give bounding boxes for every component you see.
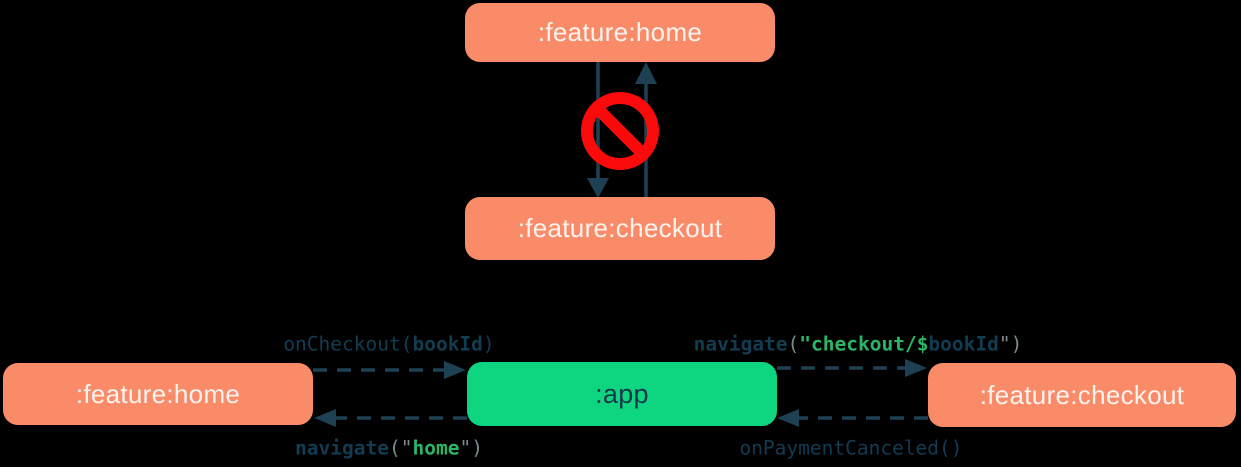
no-entry-icon xyxy=(581,92,659,170)
code-arg: bookId xyxy=(412,332,483,356)
edge-label-navigate-home: navigate("home") xyxy=(295,437,483,460)
module-label: :feature:home xyxy=(75,378,241,409)
code-arg: bookId xyxy=(928,332,999,356)
module-label: :feature:checkout xyxy=(517,213,723,243)
code-punct: ( xyxy=(400,332,413,356)
code-punct: ( xyxy=(388,436,401,460)
code-quote: " xyxy=(459,436,472,460)
edge-navigate-checkout-arrow xyxy=(777,359,927,377)
code-fn: onPaymentCanceled xyxy=(739,436,940,460)
code-fn: navigate xyxy=(693,332,788,356)
edge-label-on-payment-canceled: onPaymentCanceled() xyxy=(739,437,962,460)
edge-on-checkout-arrow xyxy=(313,361,466,379)
module-node-feature-checkout-bottom: :feature:checkout xyxy=(928,363,1236,427)
edge-label-on-checkout: onCheckout(bookId) xyxy=(283,333,494,356)
edge-on-payment-canceled-arrow xyxy=(777,409,928,427)
code-fn: navigate xyxy=(295,436,389,460)
module-node-app: :app xyxy=(467,362,777,426)
code-punct: ) xyxy=(950,436,963,460)
module-node-feature-checkout-top: :feature:checkout xyxy=(465,197,775,260)
code-punct: ( xyxy=(787,332,800,356)
code-fn: onCheckout xyxy=(283,332,401,356)
edge-navigate-home-arrow xyxy=(314,409,467,427)
module-label: :feature:home xyxy=(537,17,703,47)
code-punct: ) xyxy=(1010,332,1023,356)
code-quote: " xyxy=(998,332,1011,356)
module-label: :feature:checkout xyxy=(979,379,1185,410)
edge-label-navigate-checkout: navigate("checkout/$bookId") xyxy=(694,333,1023,356)
code-punct: ) xyxy=(471,436,483,460)
code-punct: ( xyxy=(939,436,951,460)
module-label: :app xyxy=(595,378,649,409)
module-node-feature-home-bottom: :feature:home xyxy=(3,363,313,425)
module-node-feature-home-top: :feature:home xyxy=(465,3,775,62)
code-punct: ) xyxy=(482,332,495,356)
code-quote: " xyxy=(400,436,413,460)
code-string: "checkout/$ xyxy=(799,332,929,356)
code-string: home xyxy=(412,436,460,460)
